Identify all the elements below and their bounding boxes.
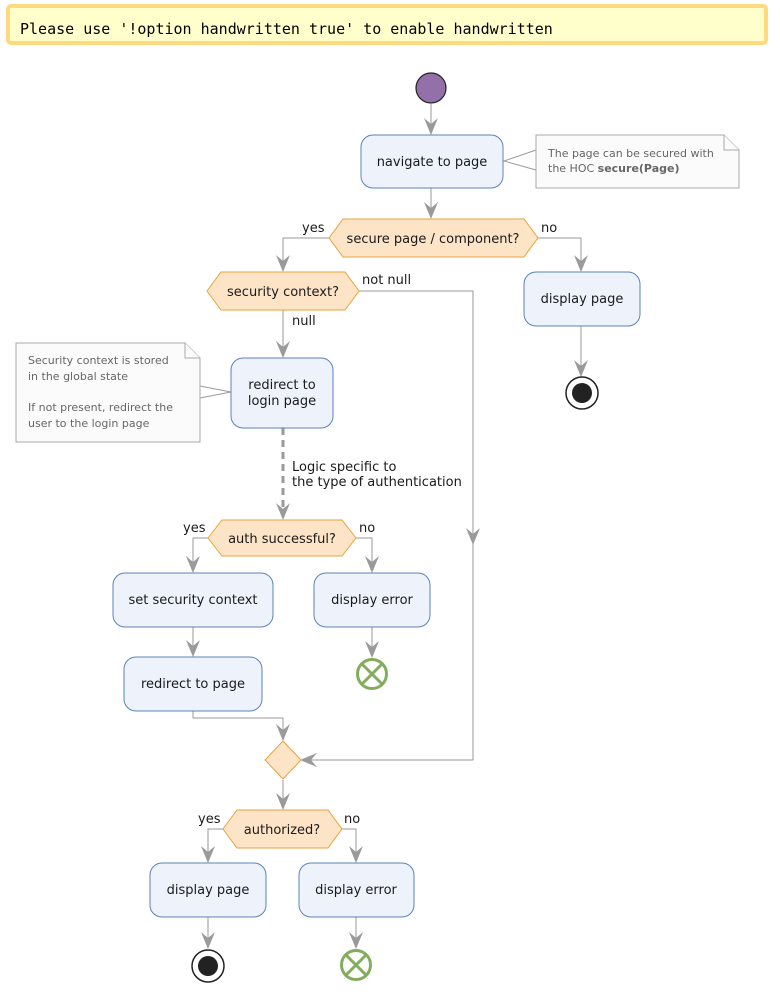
note-security-context: Security context is stored in the global… [15, 342, 201, 443]
decision-secure-label: secure page / component? [347, 232, 520, 247]
decision-auth-label: auth successful? [228, 532, 336, 547]
activity-set-context-label: set security context [128, 593, 257, 608]
activity-display-page-final: display page [149, 862, 267, 918]
handwritten-option-banner: Please use '!option handwritten true' to… [6, 4, 768, 45]
decision-security-context-label: security context? [227, 285, 339, 300]
label-auth-logic-line1: Logic specific to [292, 460, 396, 475]
arrowhead [574, 255, 588, 272]
activity-display-error-auth-label: display error [331, 593, 413, 608]
label-authorized-no: no [344, 812, 360, 827]
arrowhead [365, 641, 379, 658]
edge-authorized-no [342, 828, 357, 862]
activity-navigate: navigate to page [360, 134, 504, 189]
label-secure-yes: yes [302, 221, 325, 236]
activity-display-error-final: display error [298, 862, 415, 918]
label-secure-no: no [541, 221, 557, 236]
label-authorized-yes: yes [198, 812, 221, 827]
arrowhead [349, 846, 363, 863]
edge-auth-no [356, 537, 373, 572]
activity-redirect-page-label: redirect to page [141, 677, 245, 692]
edge-secure-no [538, 237, 582, 271]
arrowhead [276, 724, 290, 741]
decision-authorized: authorized? [222, 809, 343, 849]
label-auth-no: no [359, 521, 375, 536]
note-context-line2: in the global state [28, 370, 128, 383]
arrowhead [201, 846, 215, 863]
label-auth-logic-line2: the type of authentication [292, 475, 462, 490]
activity-redirect-login-line1: redirect to [248, 378, 315, 393]
arrowhead [186, 556, 200, 573]
start-node [415, 72, 447, 104]
activity-set-context: set security context [112, 572, 274, 628]
note-secure-line2-prefix: the HOC [548, 162, 598, 175]
note-context-line4: user to the login page [28, 417, 150, 430]
edge-redirect-merge [192, 711, 284, 740]
decision-secure: secure page / component? [328, 218, 539, 258]
arrowhead [276, 255, 290, 272]
edge-authorized-yes [207, 828, 223, 862]
activity-display-page-public-label: display page [541, 292, 624, 307]
activity-display-error-auth: display error [313, 572, 431, 628]
label-auth-yes: yes [183, 521, 206, 536]
activity-display-error-final-label: display error [315, 883, 397, 898]
note-connector [502, 149, 537, 171]
decision-security-context: security context? [206, 271, 360, 311]
end-cross-final-error [340, 949, 372, 981]
activity-display-page-final-label: display page [167, 883, 250, 898]
label-context-not-null: not null [362, 273, 411, 288]
stop-node-final [191, 949, 225, 983]
arrowhead [276, 503, 290, 520]
note-secure-hoc: The page can be secured with the HOC sec… [535, 134, 740, 189]
arrowhead [424, 202, 438, 219]
arrowhead [186, 640, 200, 657]
activity-navigate-label: navigate to page [377, 155, 488, 170]
merge-node [264, 740, 302, 780]
edge-labels: yes no not null null Logic specific to t… [183, 221, 557, 827]
arrowhead [201, 932, 215, 949]
arrowhead [300, 753, 317, 767]
note-secure-line1: The page can be secured with [547, 147, 714, 160]
decision-auth: auth successful? [207, 519, 357, 557]
banner-text: Please use '!option handwritten true' to… [20, 20, 553, 38]
note-secure-line2: the HOC secure(Page) [548, 162, 679, 175]
edge-auth-yes [192, 537, 208, 572]
arrowhead [365, 556, 379, 573]
activity-redirect-login: redirect to login page [230, 357, 334, 429]
activity-redirect-login-line2: login page [248, 394, 316, 409]
arrowhead [349, 932, 363, 949]
end-cross-auth-error [356, 658, 388, 690]
edge-secure-yes [282, 237, 329, 271]
arrowhead [574, 360, 588, 377]
stop-node-public [565, 376, 599, 410]
note-context-line1: Security context is stored [28, 354, 169, 367]
note-secure-line2-bold: secure(Page) [598, 162, 680, 175]
note-context-line3: If not present, redirect the [28, 401, 173, 414]
arrowhead [466, 528, 480, 545]
label-context-null: null [292, 314, 316, 329]
activity-redirect-page: redirect to page [123, 656, 263, 712]
arrowhead [276, 341, 290, 358]
edge-context-not-null [301, 290, 474, 761]
note-connector [199, 385, 232, 399]
arrowhead [424, 118, 438, 135]
activity-display-page-public: display page [523, 271, 641, 327]
arrowhead [276, 793, 290, 810]
decision-authorized-label: authorized? [244, 823, 320, 838]
edges [186, 104, 588, 949]
